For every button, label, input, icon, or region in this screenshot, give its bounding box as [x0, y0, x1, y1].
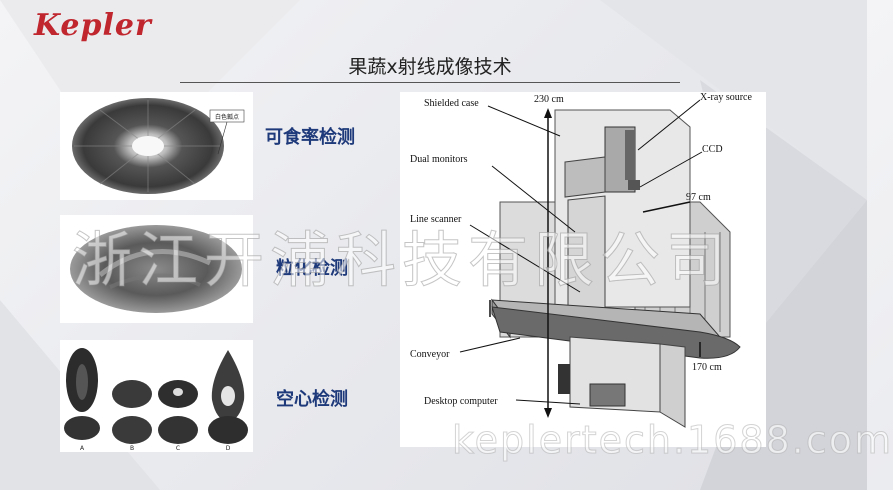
label-dual-monitors: Dual monitors: [410, 154, 468, 165]
caption-hollow: 空心检测: [276, 389, 348, 410]
xray-machine-diagram: Shielded case 230 cm X-ray source Dual m…: [400, 92, 766, 447]
panel-letter-d: D: [226, 445, 231, 452]
xray-image-edible-rate: 白色瓤点: [60, 92, 253, 200]
title-divider: [180, 82, 680, 83]
panel-letter-c: C: [176, 445, 180, 452]
brand-logo: Kepler: [34, 8, 152, 43]
slide-title: 果蔬x射线成像技术: [348, 56, 512, 78]
panel-letter-b: B: [130, 445, 134, 452]
xray-image-hollow: A B C D: [60, 340, 253, 452]
panel-letter-a: A: [80, 445, 85, 452]
caption-granulation: 粒化检测: [276, 258, 348, 279]
label-ccd: CCD: [702, 144, 723, 155]
label-xray-source: X-ray source: [700, 92, 752, 103]
label-shielded-case: Shielded case: [424, 98, 479, 109]
label-dimension-height: 230 cm: [534, 94, 564, 105]
label-desktop-computer: Desktop computer: [424, 396, 498, 407]
xray-image-granulation: [60, 215, 253, 323]
label-dimension-length: 170 cm: [692, 362, 722, 373]
label-line-scanner: Line scanner: [410, 214, 462, 225]
caption-edible-rate: 可食率检测: [265, 127, 355, 148]
inset-label: 白色瓤点: [215, 113, 239, 121]
label-conveyor: Conveyor: [410, 349, 450, 360]
label-dimension-depth: 97 cm: [686, 192, 711, 203]
